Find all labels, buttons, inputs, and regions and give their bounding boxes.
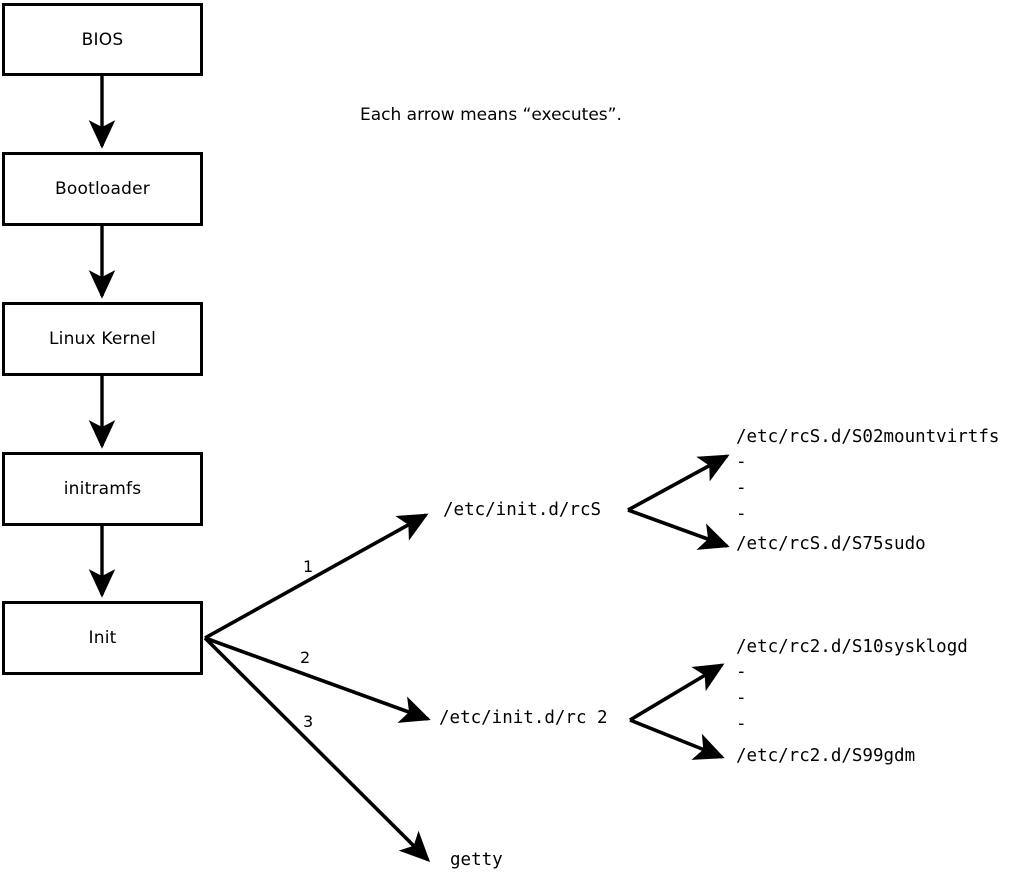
rcs-ellipsis-dash-3: - bbox=[736, 504, 747, 524]
edge-rc2-to-first-script bbox=[629, 663, 725, 722]
node-box-initramfs: initramfs bbox=[2, 452, 203, 526]
rcs-ellipsis-dash-1: - bbox=[736, 452, 747, 472]
node-box-bootloader: Bootloader bbox=[2, 152, 203, 226]
rc2-ellipsis-dash-1: - bbox=[736, 662, 747, 682]
edge-number-3: 3 bbox=[303, 712, 314, 731]
node-box-init: Init bbox=[2, 601, 203, 675]
node-box-linux-kernel: Linux Kernel bbox=[2, 302, 203, 376]
script-label-rc2-first: /etc/rc2.d/S10sysklogd bbox=[736, 637, 968, 657]
edge-init-to-getty bbox=[203, 636, 431, 863]
rc2-ellipsis-dash-3: - bbox=[736, 714, 747, 734]
node-label-bootloader: Bootloader bbox=[55, 179, 150, 199]
edge-rcs-to-first-script bbox=[627, 454, 730, 512]
node-box-bios: BIOS bbox=[2, 3, 203, 76]
script-label-rcs: /etc/init.d/rcS bbox=[443, 500, 602, 520]
rc2-fanout-edges bbox=[629, 663, 725, 760]
edge-number-2: 2 bbox=[300, 648, 311, 667]
edge-init-to-rcs bbox=[204, 513, 429, 640]
rc2-ellipsis-dash-2: - bbox=[736, 688, 747, 708]
diagram-caption: Each arrow means “executes”. bbox=[360, 105, 622, 125]
edge-init-to-rc2 bbox=[204, 636, 431, 723]
rcs-ellipsis-dash-2: - bbox=[736, 478, 747, 498]
script-label-rc2-last: /etc/rc2.d/S99gdm bbox=[736, 746, 916, 766]
edge-rc2-to-last-script bbox=[629, 718, 725, 760]
node-label-init: Init bbox=[88, 628, 117, 648]
script-label-getty: getty bbox=[450, 850, 503, 870]
script-label-rcs-first: /etc/rcS.d/S02mountvirtfs bbox=[736, 427, 1000, 447]
script-label-rc2: /etc/init.d/rc 2 bbox=[439, 708, 608, 728]
rcs-fanout-edges bbox=[627, 454, 730, 550]
node-label-initramfs: initramfs bbox=[63, 479, 142, 499]
node-label-bios: BIOS bbox=[81, 29, 124, 50]
init-fanout-edges bbox=[203, 513, 431, 863]
edge-rcs-to-last-script bbox=[627, 508, 730, 550]
edge-number-1: 1 bbox=[303, 557, 314, 576]
node-label-linux-kernel: Linux Kernel bbox=[48, 329, 156, 349]
script-label-rcs-last: /etc/rcS.d/S75sudo bbox=[736, 534, 926, 554]
